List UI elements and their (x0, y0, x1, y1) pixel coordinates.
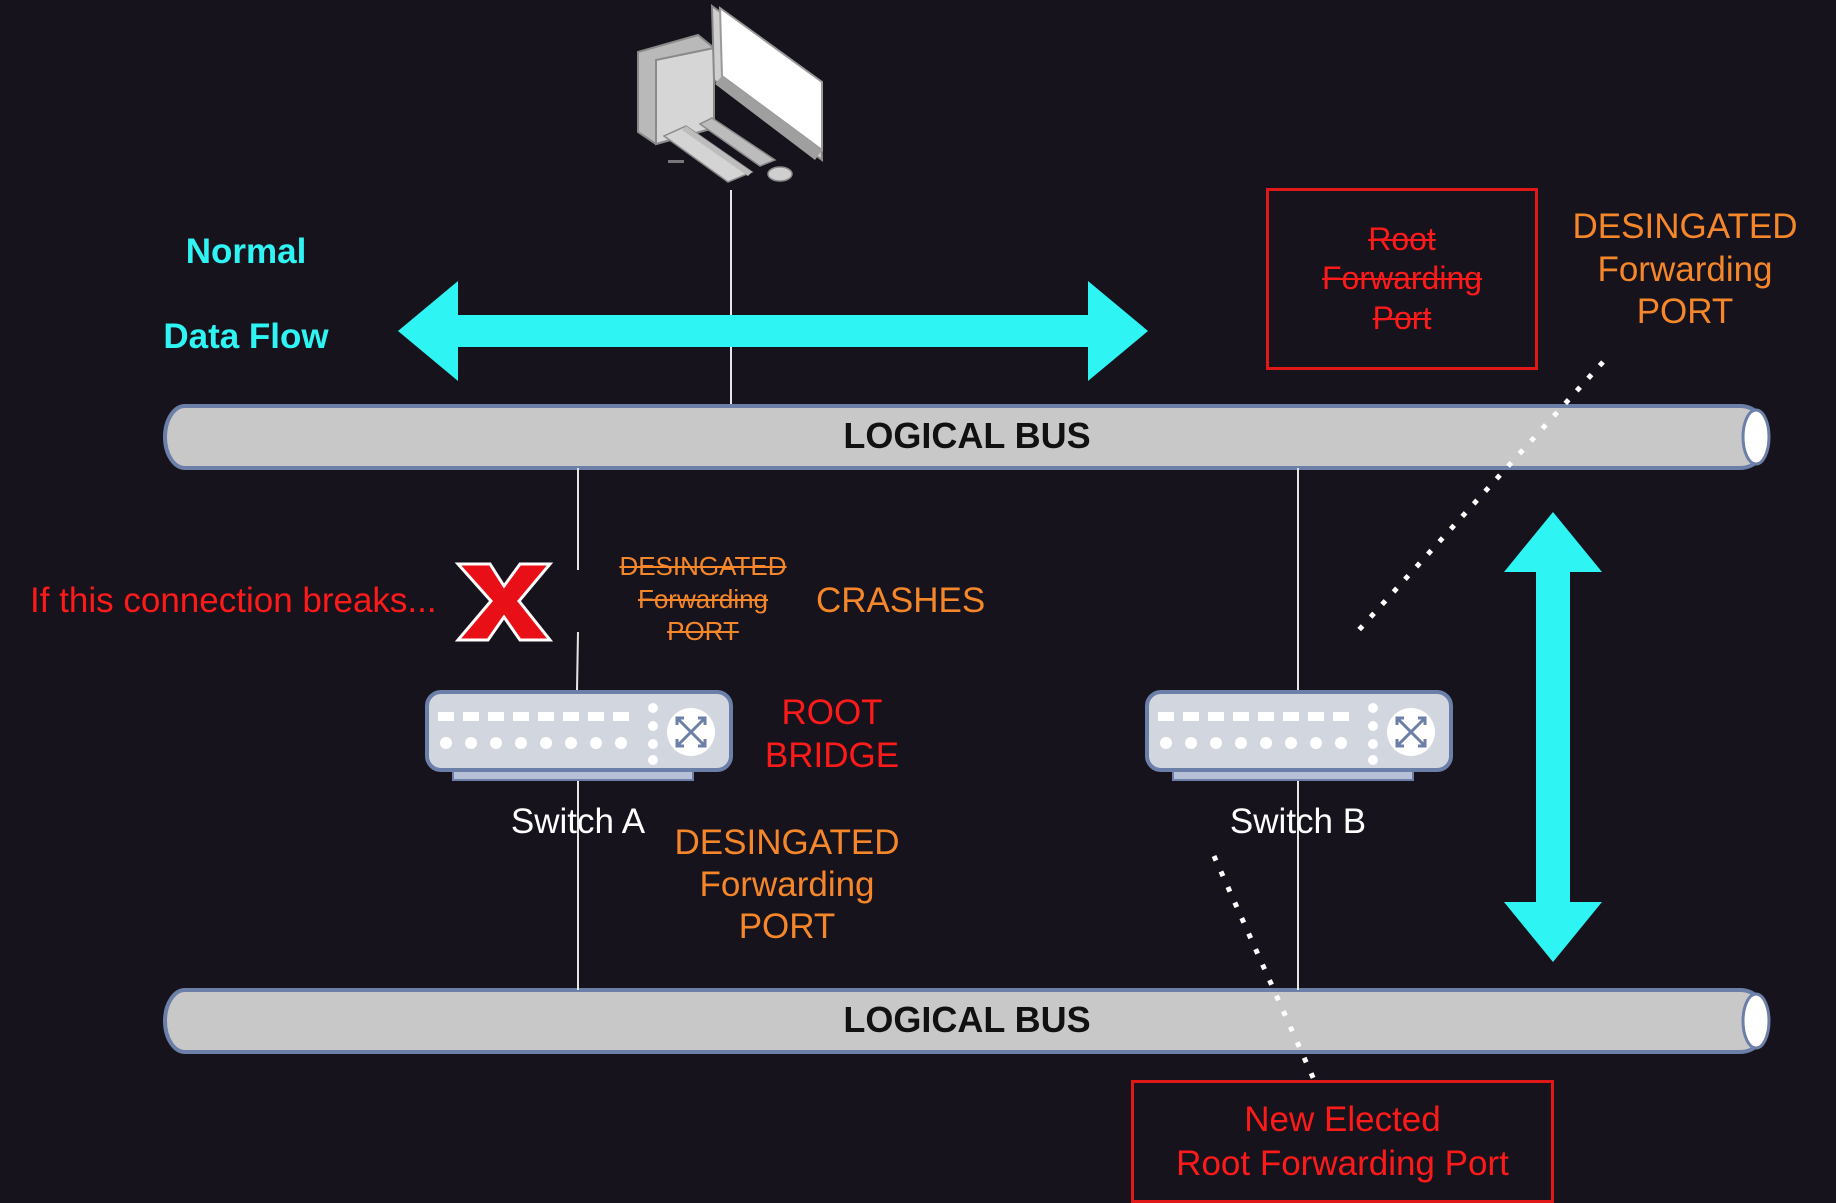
old-root-port-text: Root Forwarding Port (1321, 221, 1483, 336)
bottom-designated-port: DESINGATED Forwarding PORT (674, 823, 900, 946)
new-root-port-box: New Elected Root Forwarding Port (1131, 1080, 1554, 1203)
break-note: If this connection breaks... (30, 581, 437, 620)
computer-icon (637, 3, 824, 183)
top-bus-label: LOGICAL BUS (843, 415, 1091, 456)
normal-flow-label: Normal Data Flow (150, 188, 342, 401)
switch-a-label: Switch A (510, 802, 646, 841)
top-right-designated-port: DESINGATED Forwarding PORT (1572, 207, 1798, 332)
normal-flow-arrow (398, 281, 1148, 381)
broken-link-x-icon (454, 562, 554, 642)
new-root-port-text: New Elected Root Forwarding Port (1176, 1099, 1509, 1183)
bottom-dotted-pointer (1211, 854, 1318, 1084)
old-root-port-box: Root Forwarding Port (1266, 188, 1538, 370)
vertical-flow-arrow (1504, 512, 1602, 962)
crashes-label: CRASHES (816, 581, 986, 620)
bottom-bus-label: LOGICAL BUS (843, 999, 1091, 1040)
crashed-designated-port: DESINGATED Forwarding PORT (619, 551, 787, 646)
normal-flow-line2: Data Flow (163, 317, 329, 357)
switch-b-label: Switch B (1229, 802, 1367, 841)
top-logical-bus (163, 404, 1771, 470)
switch-b-icon (1145, 690, 1453, 781)
root-bridge-label: ROOT BRIDGE (764, 693, 900, 775)
bottom-logical-bus (163, 988, 1771, 1054)
switch-a-upper-cable-bottom (576, 631, 579, 691)
switch-a-icon (425, 690, 733, 781)
normal-flow-line1: Normal (185, 231, 307, 271)
